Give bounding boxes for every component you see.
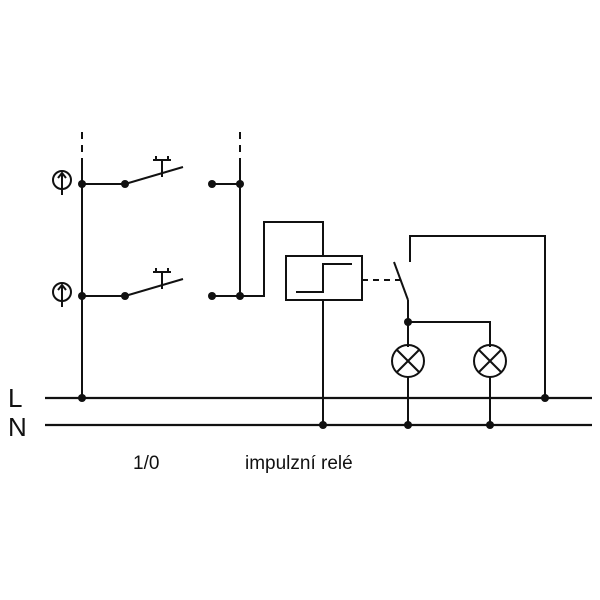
line-l-label: L — [8, 383, 22, 413]
pushbutton-lower — [82, 268, 260, 297]
lamp-icon — [391, 344, 425, 378]
switch-mode-label: 1/0 — [133, 453, 159, 474]
pushbutton-upper — [82, 156, 240, 185]
line-n-label: N — [8, 412, 27, 442]
relay-label: impulzní relé — [245, 453, 353, 474]
lamp-feed — [408, 321, 491, 347]
indicator-icon — [52, 170, 72, 195]
pushbutton-icon — [153, 156, 171, 177]
indicator-icon — [52, 282, 72, 307]
pushbutton-icon — [153, 268, 171, 289]
relay-coil-feed — [260, 221, 324, 297]
junction-dots — [78, 180, 549, 429]
lamp-icon — [473, 344, 507, 378]
relay-step-symbol — [296, 263, 352, 293]
